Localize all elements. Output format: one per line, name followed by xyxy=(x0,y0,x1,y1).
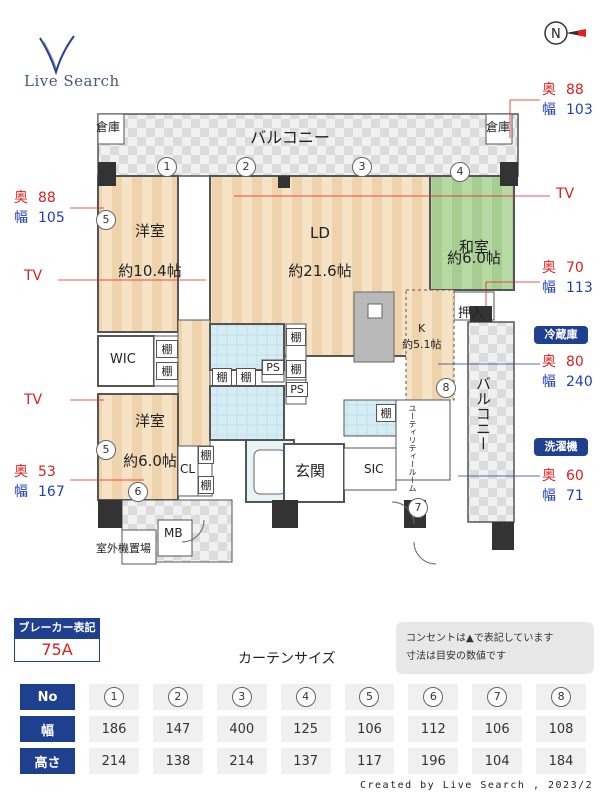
compass-icon: N xyxy=(542,18,588,48)
window-marker-8: 8 xyxy=(436,378,456,398)
balcony-top-label: バルコニー xyxy=(250,128,330,147)
tv-label-3: TV xyxy=(556,186,575,202)
western-room-1-size: 約10.4帖 xyxy=(118,262,182,280)
ps-label-2: PS xyxy=(286,382,308,397)
row-header-no: No xyxy=(20,684,76,710)
shelf-wic-2: 棚 xyxy=(156,362,178,380)
mb-label: MB xyxy=(164,526,183,540)
storage-left-label: 倉庫 xyxy=(96,120,121,134)
window-marker-6: 6 xyxy=(128,482,148,502)
window-marker-4: 4 xyxy=(450,162,470,182)
shelf-wash-3: 棚 xyxy=(212,368,232,386)
sic-label: SIC xyxy=(364,462,384,476)
window-marker-7: 7 xyxy=(408,498,428,518)
japanese-room-label: 和室 xyxy=(458,238,489,256)
oshiire-label: 押入 xyxy=(458,306,485,321)
utility-room-label: ユーティリティールーム xyxy=(408,404,417,492)
western-room-1-label: 洋室 xyxy=(134,222,165,240)
window-marker-5b: 5 xyxy=(96,440,116,460)
cl-label: CL xyxy=(180,462,196,476)
window-marker-3: 3 xyxy=(352,157,372,177)
japanese-room-size: 約6.0帖 xyxy=(447,249,501,267)
shelf-wash-2: 棚 xyxy=(286,360,306,378)
western-room-2-label: 洋室 xyxy=(134,412,165,430)
breaker-value: 75A xyxy=(14,638,100,662)
footer-credit: Created by Live Search , 2023/2 xyxy=(360,780,594,791)
shelf-wash-4: 棚 xyxy=(236,368,256,386)
shelf-wic-1: 棚 xyxy=(156,340,178,358)
window-marker-1: 1 xyxy=(157,157,177,177)
kitchen-label: K xyxy=(418,322,426,335)
window-marker-5a: 5 xyxy=(96,210,116,230)
shelf-cl-2: 棚 xyxy=(198,476,214,494)
fridge-badge: 冷蔵庫 xyxy=(534,326,588,344)
entrance-label: 玄関 xyxy=(294,462,325,480)
curtain-table: No 1 2 3 4 5 6 7 8 幅 186 147 400 125 106… xyxy=(6,678,600,780)
table-row: 高さ 214 138 214 137 117 196 104 184 xyxy=(20,748,586,774)
shelf-utility: 棚 xyxy=(376,404,396,422)
washer-badge: 洗濯機 xyxy=(534,438,588,456)
western-room-2-size: 約6.0帖 xyxy=(123,452,177,470)
svg-text:N: N xyxy=(551,27,561,42)
kitchen-size: 約5.1帖 xyxy=(402,338,442,351)
tv-label-2: TV xyxy=(24,392,43,408)
shelf-cl-1: 棚 xyxy=(198,446,214,464)
curtain-title: カーテンサイズ xyxy=(238,651,336,667)
logo-text: Live Search xyxy=(24,72,120,90)
logo: Live Search xyxy=(22,34,119,94)
wic-label: WIC xyxy=(110,352,136,367)
table-row: No 1 2 3 4 5 6 7 8 xyxy=(20,684,586,710)
ps-label-1: PS xyxy=(262,360,284,375)
outdoor-unit-label: 室外機置場 xyxy=(96,542,151,555)
tv-label-1: TV xyxy=(24,268,43,284)
storage-right-label: 倉庫 xyxy=(486,120,511,134)
balcony-right-label: バルコニー xyxy=(474,376,492,451)
window-marker-2: 2 xyxy=(236,157,256,177)
ld-label: LD xyxy=(310,224,330,242)
note-outlet: コンセントは▲で表記しています xyxy=(406,633,554,644)
notes-box: コンセントは▲で表記しています 寸法は目安の数値です xyxy=(396,622,594,674)
breaker-label: ブレーカー表記 xyxy=(14,618,100,638)
row-header-height: 高さ xyxy=(20,748,76,774)
ld-size: 約21.6帖 xyxy=(288,262,352,280)
logo-mark-icon xyxy=(39,35,75,76)
note-dimensions: 寸法は目安の数値です xyxy=(406,651,506,662)
shelf-wash-1: 棚 xyxy=(286,328,306,346)
table-row: 幅 186 147 400 125 106 112 106 108 xyxy=(20,716,586,742)
row-header-width: 幅 xyxy=(20,716,76,742)
